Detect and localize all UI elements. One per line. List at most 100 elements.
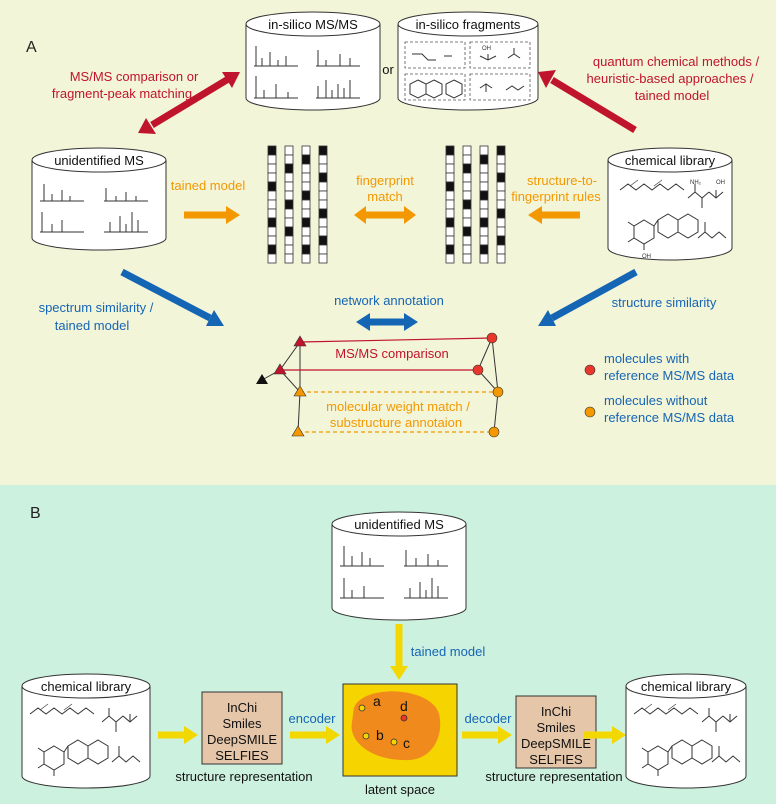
repr-right-smiles: Smiles xyxy=(536,720,576,735)
fingerprint-bit xyxy=(496,226,506,237)
fingerprint-bit xyxy=(284,154,294,165)
fingerprint-bit xyxy=(301,199,311,210)
fingerprint-match-label-1: fingerprint xyxy=(356,173,414,188)
chemical-library-right-cylinder: chemical library xyxy=(625,673,747,789)
blue-double-arrow xyxy=(356,313,418,331)
fingerprint-bit xyxy=(284,235,294,246)
encoder-label: encoder xyxy=(289,711,337,726)
orange-arrow-right xyxy=(184,206,240,224)
fingerprint-bit xyxy=(462,145,472,156)
fingerprint-bit xyxy=(301,172,311,183)
fingerprint-bit xyxy=(462,181,472,192)
fingerprint-bit xyxy=(267,235,277,246)
latent-point-label: b xyxy=(376,727,384,743)
spectrum-similarity-label-1: spectrum similarity / xyxy=(39,300,154,315)
chemical-library-left-title: chemical library xyxy=(41,679,132,694)
fingerprint-bit xyxy=(301,253,311,264)
fingerprint-bit xyxy=(496,253,506,264)
fingerprint-bit xyxy=(496,208,506,219)
fingerprint-bit xyxy=(479,253,489,264)
spectrum-icon xyxy=(340,546,448,599)
tained-model-label: tained model xyxy=(171,178,246,193)
fingerprint-bit xyxy=(496,244,506,255)
fingerprint-bit xyxy=(267,244,277,255)
fingerprint-bit xyxy=(301,235,311,246)
fingerprint-right xyxy=(445,145,506,264)
fingerprint-bit xyxy=(284,244,294,255)
fingerprint-bit xyxy=(284,172,294,183)
fingerprint-bit xyxy=(479,154,489,165)
fingerprint-bit xyxy=(445,172,455,183)
fingerprint-bit xyxy=(496,190,506,201)
fingerprint-bit xyxy=(462,163,472,174)
fingerprint-bit xyxy=(318,154,328,165)
fingerprint-bit xyxy=(445,244,455,255)
fingerprint-bit xyxy=(284,181,294,192)
s2f-label-1: structure-to- xyxy=(527,173,597,188)
fingerprint-bit xyxy=(267,154,277,165)
fingerprint-bit xyxy=(318,253,328,264)
red-arrow-quantum xyxy=(538,70,637,133)
fingerprint-bit xyxy=(496,163,506,174)
fingerprint-match-label-2: match xyxy=(367,189,402,204)
fingerprint-bit xyxy=(267,199,277,210)
latent-point-label: c xyxy=(403,735,410,751)
structure-representation-left-box: InChi Smiles DeepSMILE SELFIES xyxy=(201,691,283,765)
fingerprint-bit xyxy=(462,199,472,210)
fingerprint-bit xyxy=(267,226,277,237)
insilico-fragments-cylinder: in-silico fragments OH xyxy=(397,11,539,111)
repr-left-selfies: SELFIES xyxy=(215,748,269,763)
repr-left-inchi: InChi xyxy=(227,700,257,715)
fingerprint-bit xyxy=(318,145,328,156)
legend-with-marker xyxy=(584,364,596,376)
latent-point-label: a xyxy=(373,693,381,709)
fingerprint-bit xyxy=(496,154,506,165)
fingerprint-bit xyxy=(462,190,472,201)
fingerprint-bit xyxy=(479,217,489,228)
orange-double-arrow xyxy=(354,206,416,224)
fingerprint-bit xyxy=(445,235,455,246)
fingerprint-bit xyxy=(318,190,328,201)
fingerprint-bit xyxy=(267,145,277,156)
fingerprint-bit xyxy=(284,253,294,264)
oh-label: OH xyxy=(716,180,725,186)
fingerprint-bit xyxy=(445,208,455,219)
fingerprint-bit xyxy=(301,244,311,255)
fingerprint-bit xyxy=(284,208,294,219)
fingerprint-bit xyxy=(318,199,328,210)
fingerprint-bit xyxy=(301,226,311,237)
fingerprint-bit xyxy=(301,154,311,165)
fingerprint-bit xyxy=(445,154,455,165)
fingerprint-bit xyxy=(301,190,311,201)
fingerprint-bit xyxy=(496,172,506,183)
chemical-library-cylinder: chemical library NH₂ OH OH xyxy=(607,147,733,261)
oh-label: OH xyxy=(642,254,651,260)
fingerprint-bit xyxy=(479,208,489,219)
panel-a-label: A xyxy=(26,39,37,56)
yellow-arrow-2 xyxy=(584,726,626,744)
yellow-arrow-encoder xyxy=(290,726,340,744)
blue-arrow-spectrum xyxy=(120,268,224,326)
structure-similarity-label: structure similarity xyxy=(612,295,717,310)
fingerprint-bit xyxy=(301,163,311,174)
orange-arrow-left xyxy=(528,206,580,224)
legend: molecules with reference MS/MS data mole… xyxy=(584,351,735,425)
fingerprint-bit xyxy=(267,253,277,264)
fingerprint-bit xyxy=(301,208,311,219)
blue-arrow-structure xyxy=(538,268,638,326)
legend-without-marker xyxy=(584,406,596,418)
fingerprint-bit xyxy=(284,145,294,156)
fingerprint-bit xyxy=(496,235,506,246)
latent-space-box: a b c d xyxy=(342,683,458,777)
latent-point-label: d xyxy=(400,698,408,714)
fingerprint-bit xyxy=(479,235,489,246)
chemical-library-title: chemical library xyxy=(625,153,716,168)
s2f-label-2: fingerprint rules xyxy=(511,189,601,204)
fingerprint-bit xyxy=(284,190,294,201)
fingerprint-bit xyxy=(462,253,472,264)
fingerprint-bit xyxy=(445,190,455,201)
fingerprint-bit xyxy=(496,217,506,228)
fingerprint-bit xyxy=(462,172,472,183)
fingerprint-bit xyxy=(284,199,294,210)
